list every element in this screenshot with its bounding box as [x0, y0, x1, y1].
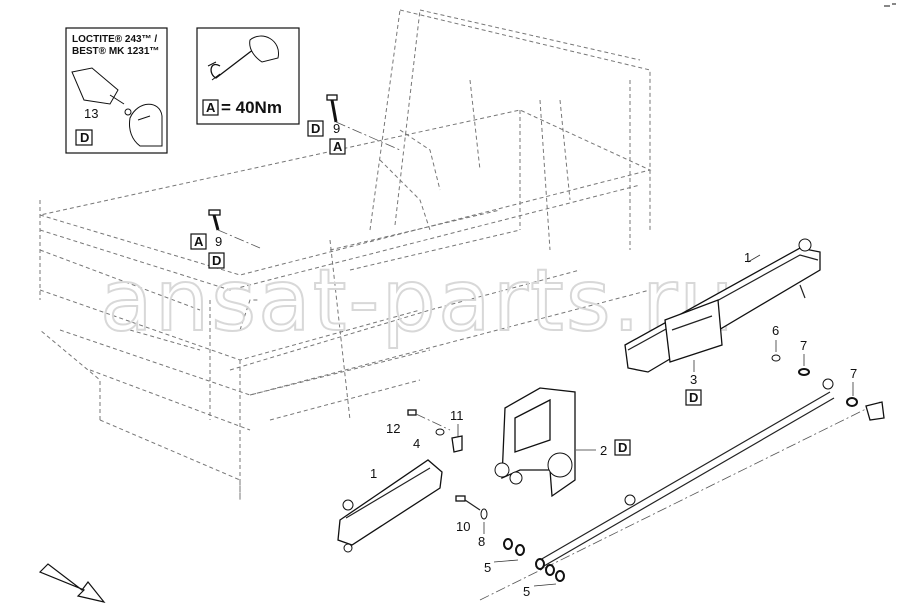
bolt-top-box1: D	[311, 121, 320, 136]
bolt-left-box2: D	[212, 253, 221, 268]
washer-group-lower: 5 5	[484, 538, 565, 599]
beam-left-label: 1	[370, 466, 377, 481]
washer-7b-label: 7	[850, 366, 857, 381]
cover-box-letter: D	[689, 390, 698, 405]
corner-mark	[884, 3, 896, 7]
loctite-callout-box: LOCTITE® 243™ / BEST® MK 1231™ 13 D	[65, 27, 168, 154]
washer-5b-label: 5	[523, 584, 530, 599]
washer-6-label: 6	[772, 323, 779, 338]
washer-5a-label: 5	[484, 560, 491, 575]
cover-number: 3	[690, 372, 697, 387]
cover-part: 3 D	[664, 299, 723, 406]
washer-group-right: 6 7 7	[771, 323, 858, 407]
bolt-left-box1: A	[194, 234, 204, 249]
direction-arrow-icon	[38, 563, 106, 603]
adhesive-bottle-icon	[71, 67, 132, 116]
loctite-part-number: 13	[84, 106, 98, 121]
machine-frame	[38, 9, 652, 500]
bolt-10-label: 10	[456, 519, 470, 534]
torque-box-letter: A	[206, 100, 216, 115]
bolt-top-number: 9	[333, 121, 340, 136]
fastener-group-middle: 12 11 4	[386, 408, 464, 453]
bracket-number: 2	[600, 443, 607, 458]
nut-11-label: 11	[450, 408, 464, 423]
bolt-top: D 9 A	[307, 94, 401, 155]
loctite-text-line1: LOCTITE® 243™ /	[72, 34, 157, 45]
bolt-left-number: 9	[215, 234, 222, 249]
fastener-group-lower: 10 8	[455, 495, 488, 549]
beam-right-label: 1	[744, 250, 751, 265]
watermark-text: ansat-parts.ru	[100, 251, 736, 351]
hand-icon	[129, 103, 163, 147]
bolt-12-label: 12	[386, 421, 400, 436]
bolt-top-box2: A	[333, 139, 343, 154]
loctite-text-line2: BEST® MK 1231™	[72, 46, 159, 57]
washer-8-label: 8	[478, 534, 485, 549]
bracket-box-letter: D	[618, 440, 627, 455]
loctite-box-letter: D	[80, 130, 89, 145]
bolt-left: A 9 D	[190, 209, 261, 269]
bracket-part: 2 D	[494, 387, 631, 498]
washer-7a-label: 7	[800, 338, 807, 353]
torque-callout-box: A = 40Nm	[196, 27, 300, 125]
beam-left: 1	[337, 459, 443, 553]
wrench-hand-icon	[207, 35, 279, 81]
torque-value: = 40Nm	[221, 98, 282, 117]
washer-4-label: 4	[413, 436, 420, 451]
